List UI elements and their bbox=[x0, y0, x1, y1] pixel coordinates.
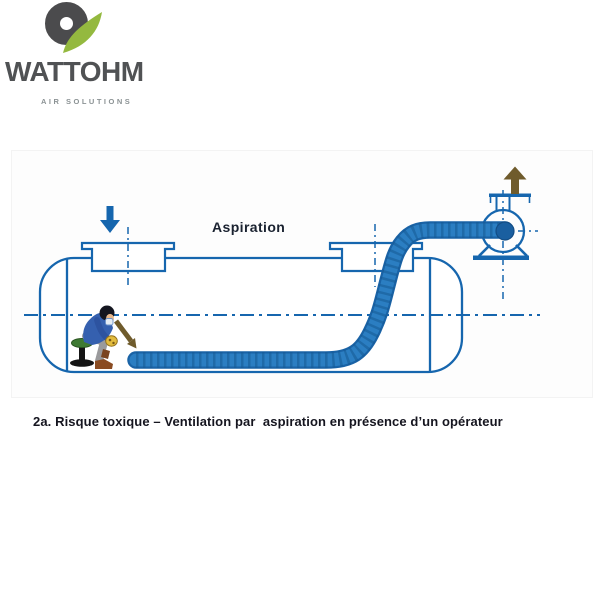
suction-hose bbox=[127, 221, 514, 369]
operator-tool bbox=[105, 335, 118, 347]
operator-boot bbox=[101, 349, 110, 359]
logo-leaf bbox=[63, 12, 102, 53]
left-manhole bbox=[80, 227, 176, 289]
fan-centerlines bbox=[484, 190, 538, 303]
aspiration-label: Aspiration bbox=[212, 219, 286, 235]
brand-tagline: AIR SOLUTIONS bbox=[41, 97, 133, 106]
diagram-caption: 2a. Risque toxique – Ventilation par asp… bbox=[33, 414, 503, 429]
ring-leaf-logo-icon bbox=[45, 2, 102, 53]
down-arrow-icon bbox=[100, 206, 120, 233]
brand-wordmark: WATTOHM bbox=[5, 56, 144, 87]
logo-ring bbox=[45, 2, 88, 45]
up-arrow-icon bbox=[503, 166, 527, 194]
operator-shoe bbox=[95, 359, 113, 369]
fan-inlet-hub bbox=[495, 221, 515, 241]
operator-mask bbox=[105, 318, 114, 326]
masked-operator-on-stool-icon bbox=[70, 305, 118, 369]
down-right-arrow-icon bbox=[114, 319, 137, 349]
fan-mount-and-duct bbox=[473, 193, 531, 260]
